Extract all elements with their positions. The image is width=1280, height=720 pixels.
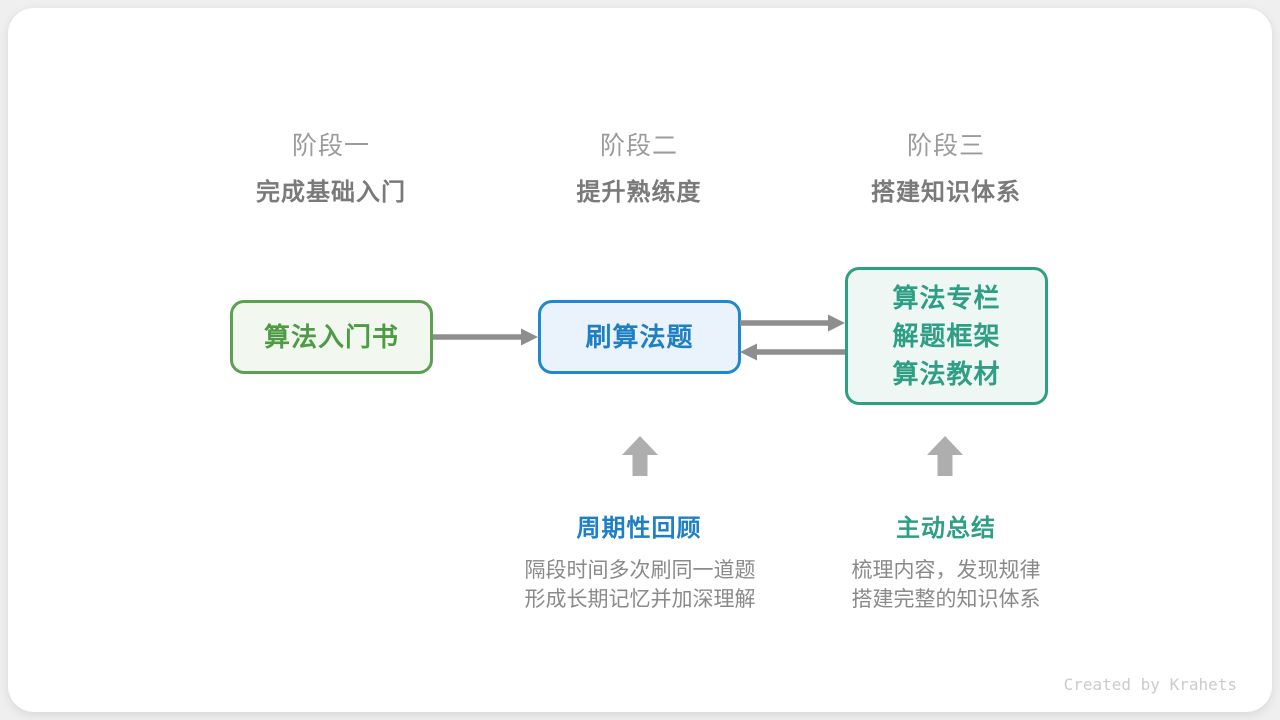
annotation-periodic-review-desc: 隔段时间多次刷同一道题 形成长期记忆并加深理解	[470, 556, 810, 614]
stage3-title: 阶段三	[906, 132, 985, 160]
box-label-line: 算法教材	[892, 359, 1001, 389]
arrow-left-box3-to-box2	[740, 343, 845, 361]
annotation-active-summary-desc: 梳理内容，发现规律 搭建完整的知识体系	[776, 556, 1116, 614]
box-practice-problems: 刷算法题	[538, 300, 741, 374]
box-algorithm-intro-book: 算法入门书	[230, 300, 433, 374]
desc-line: 搭建完整的知识体系	[851, 588, 1041, 611]
stage2-title: 阶段二	[599, 132, 678, 160]
arrow-right-box2-to-box3	[740, 314, 845, 332]
box-label-line: 解题框架	[892, 321, 1001, 351]
box-label: 算法入门书	[263, 322, 399, 352]
stage1-title: 阶段一	[291, 132, 370, 160]
box-label-line: 算法专栏	[892, 283, 1001, 313]
annotation-periodic-review: 周期性回顾	[576, 515, 702, 542]
arrow-right-box1-to-box2	[433, 328, 538, 346]
stage2-subtitle: 提升熟练度	[576, 179, 702, 206]
box-label: 刷算法题	[585, 322, 694, 352]
desc-line: 形成长期记忆并加深理解	[524, 588, 756, 611]
stage3-subtitle: 搭建知识体系	[871, 179, 1021, 206]
up-arrow-review	[622, 436, 658, 476]
desc-line: 隔段时间多次刷同一道题	[524, 559, 756, 582]
footer-credit: Created by Krahets	[1063, 675, 1237, 694]
up-arrow-summarize	[927, 436, 963, 476]
desc-line: 梳理内容，发现规律	[851, 559, 1041, 582]
annotation-active-summary: 主动总结	[896, 515, 996, 542]
stage1-subtitle: 完成基础入门	[256, 179, 406, 206]
box-knowledge-resources: 算法专栏 解题框架 算法教材	[845, 267, 1048, 405]
